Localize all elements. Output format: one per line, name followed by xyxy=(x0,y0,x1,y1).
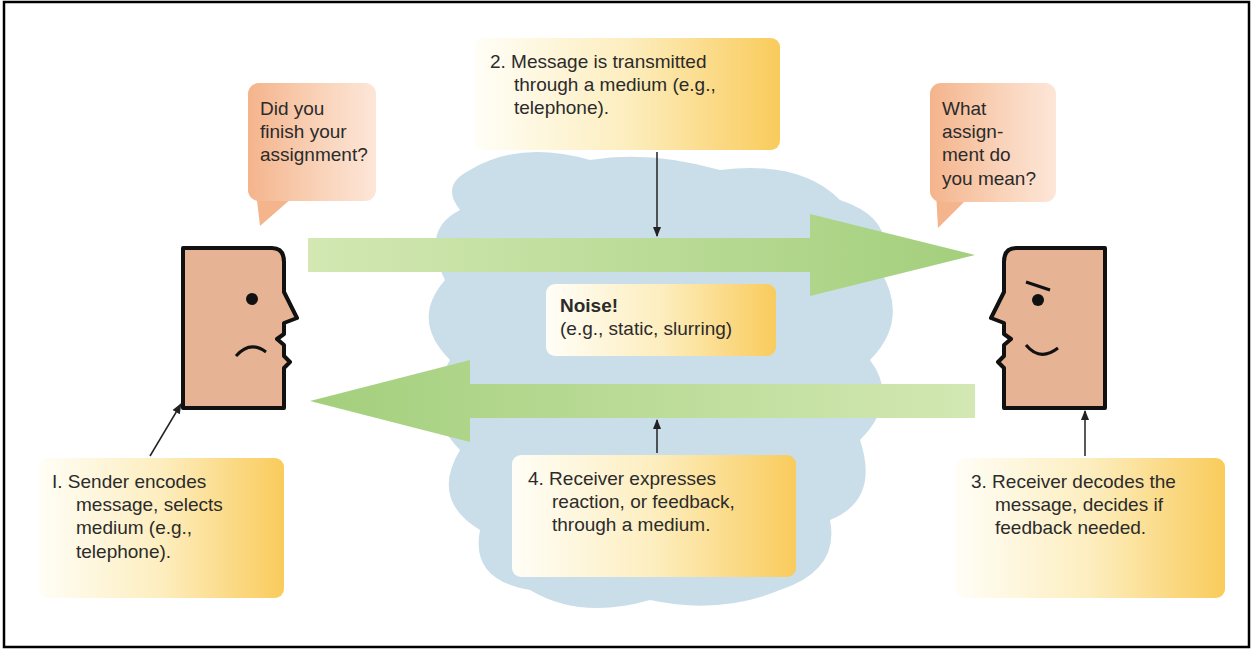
speech-bubble: Did you finish your assignment? xyxy=(248,83,376,201)
noise-box: Noise!(e.g., static, slurring) xyxy=(546,284,776,356)
box-text: (e.g., static, slurring) xyxy=(560,317,762,340)
box-text: What assign- ment do you mean? xyxy=(942,97,1044,190)
box-text: Did you finish your assignment? xyxy=(260,97,364,167)
receiver-face xyxy=(991,248,1105,408)
sender-face xyxy=(183,248,297,408)
feedback-arrow xyxy=(310,360,975,442)
step-box: I. Sender encodes message, selects mediu… xyxy=(38,458,284,598)
box-text: 2. Message is transmitted through a medi… xyxy=(490,50,764,120)
receiver-eye xyxy=(1032,294,1044,306)
step-box: 2. Message is transmitted through a medi… xyxy=(474,38,780,150)
box-text: I. Sender encodes message, selects mediu… xyxy=(52,470,270,563)
sender-frown xyxy=(236,347,266,356)
leader-line xyxy=(656,420,658,453)
box-text: 3. Receiver decodes the message, decides… xyxy=(971,470,1209,540)
step-box: 4. Receiver expresses reaction, or feedb… xyxy=(512,455,796,577)
leader-line xyxy=(150,404,181,456)
step-box: 3. Receiver decodes the message, decides… xyxy=(955,458,1225,598)
receiver-brow xyxy=(1026,282,1050,290)
frame xyxy=(4,2,1249,647)
box-heading: Noise! xyxy=(560,294,762,317)
leader-line xyxy=(1084,411,1086,456)
speech-bubble: What assign- ment do you mean? xyxy=(930,83,1056,202)
sender-eye xyxy=(246,293,258,305)
receiver-smile xyxy=(1026,345,1058,354)
box-text: 4. Receiver expresses reaction, or feedb… xyxy=(528,467,780,537)
leader-line xyxy=(656,152,658,236)
